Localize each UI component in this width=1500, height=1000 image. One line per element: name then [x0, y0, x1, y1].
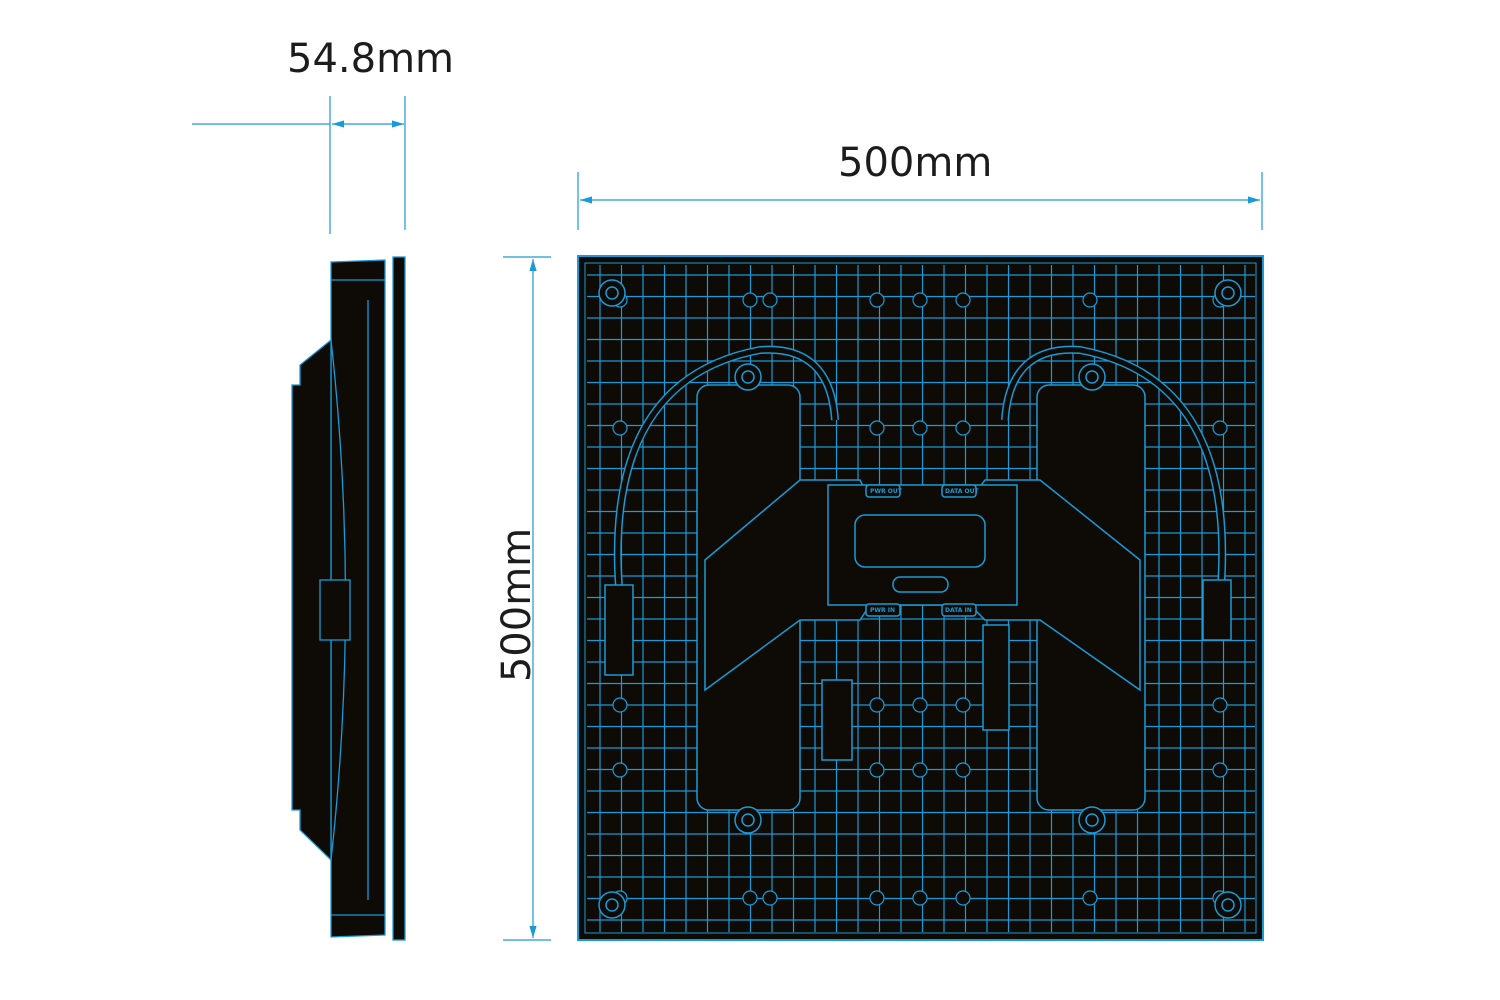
boss-circle — [762, 890, 778, 906]
boss-circle — [869, 890, 885, 906]
depth-dimension-label: 54.8mm — [287, 36, 454, 82]
boss-circle — [1082, 890, 1098, 906]
boss-circle — [1212, 762, 1228, 778]
boss-circle — [912, 420, 928, 436]
boss-circle — [955, 762, 971, 778]
boss-circle — [869, 420, 885, 436]
height-dimension-lines — [503, 256, 551, 941]
boss-circle — [612, 762, 628, 778]
width-dimension-lines — [577, 172, 1263, 230]
boss-circle — [955, 697, 971, 713]
boss-circle — [869, 292, 885, 308]
boss-circle — [912, 890, 928, 906]
side-view — [291, 256, 406, 941]
pwr-out-label: PWR OUT — [870, 488, 903, 495]
boss-circle — [912, 762, 928, 778]
boss-circle — [742, 292, 758, 308]
mounting-hole — [605, 898, 619, 912]
boss-circle — [955, 420, 971, 436]
boss-circle — [1082, 292, 1098, 308]
boss-circle — [912, 292, 928, 308]
mounting-hole — [605, 286, 619, 300]
front-view: PWR OUT DATA OUT PWR IN DATA IN — [577, 255, 1264, 941]
boss-circle — [869, 697, 885, 713]
mounting-hole — [1085, 813, 1099, 827]
boss-circle — [762, 292, 778, 308]
boss-circle — [955, 890, 971, 906]
mounting-hole — [741, 370, 755, 384]
boss-circle — [742, 890, 758, 906]
boss-circle — [869, 762, 885, 778]
boss-circle — [1212, 697, 1228, 713]
depth-dimension-lines — [192, 96, 406, 234]
mounting-hole — [1221, 286, 1235, 300]
boss-circle — [912, 697, 928, 713]
mounting-hole — [1085, 370, 1099, 384]
mounting-hole — [741, 813, 755, 827]
data-out-label: DATA OUT — [945, 488, 979, 495]
boss-circle — [1212, 420, 1228, 436]
pwr-in-label: PWR IN — [870, 607, 895, 614]
mounting-hole — [1221, 898, 1235, 912]
boss-circle — [612, 697, 628, 713]
data-in-label: DATA IN — [945, 607, 972, 614]
boss-circle — [612, 420, 628, 436]
width-dimension-label: 500mm — [838, 140, 993, 186]
boss-circle — [955, 292, 971, 308]
